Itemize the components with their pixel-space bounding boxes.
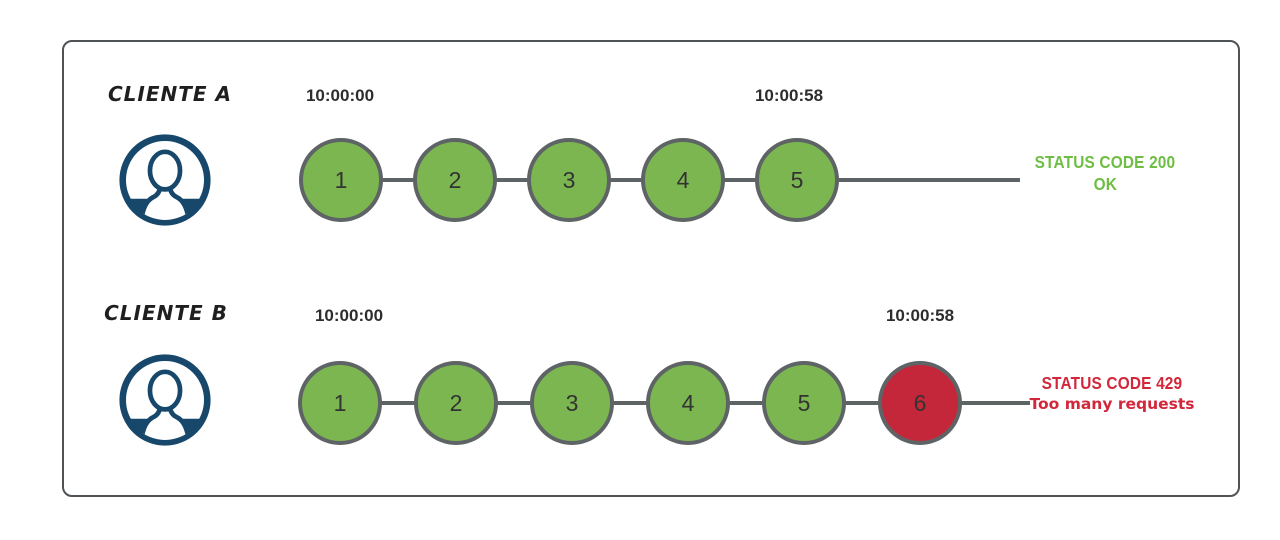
request-circle: 4: [641, 138, 725, 222]
request-circle: 3: [527, 138, 611, 222]
request-number: 4: [681, 389, 695, 416]
status-code-text: STATUS CODE 200: [1034, 152, 1176, 172]
status-code-text: STATUS CODE 429: [1041, 373, 1183, 393]
status-message-text: Too many requests: [1029, 395, 1195, 413]
request-circle: 5: [762, 361, 846, 445]
request-number: 1: [333, 389, 347, 416]
diagram-frame: [62, 40, 1240, 497]
request-circle: 5: [755, 138, 839, 222]
client-b-label: CLIENTE B: [104, 301, 228, 325]
request-number: 6: [913, 389, 927, 416]
request-circle: 2: [413, 138, 497, 222]
request-number: 5: [797, 389, 811, 416]
request-number: 3: [565, 389, 579, 416]
request-number: 1: [334, 166, 348, 193]
request-number: 2: [449, 389, 463, 416]
request-circle: 6: [878, 361, 962, 445]
request-circle: 1: [298, 361, 382, 445]
client-a-label: CLIENTE A: [107, 82, 232, 106]
row-a-end-timestamp: 10:00:58: [754, 86, 824, 105]
request-number: 2: [448, 166, 462, 193]
row-b-start-timestamp: 10:00:00: [314, 306, 384, 325]
request-number: 5: [790, 166, 804, 193]
row-a-status-block: STATUS CODE 200 OK: [1015, 152, 1195, 196]
row-b-end-timestamp: 10:00:58: [885, 306, 955, 325]
request-circle: 3: [530, 361, 614, 445]
request-number: 4: [676, 166, 690, 193]
request-circle: 2: [414, 361, 498, 445]
user-avatar-icon: [119, 354, 211, 446]
row-a-start-timestamp: 10:00:00: [305, 86, 375, 105]
row-b-status-block: STATUS CODE 429 Too many requests: [1022, 373, 1202, 415]
request-number: 3: [562, 166, 576, 193]
request-circle: 1: [299, 138, 383, 222]
user-avatar-icon: [119, 134, 211, 226]
status-message-text: OK: [1093, 174, 1117, 194]
request-circle: 4: [646, 361, 730, 445]
